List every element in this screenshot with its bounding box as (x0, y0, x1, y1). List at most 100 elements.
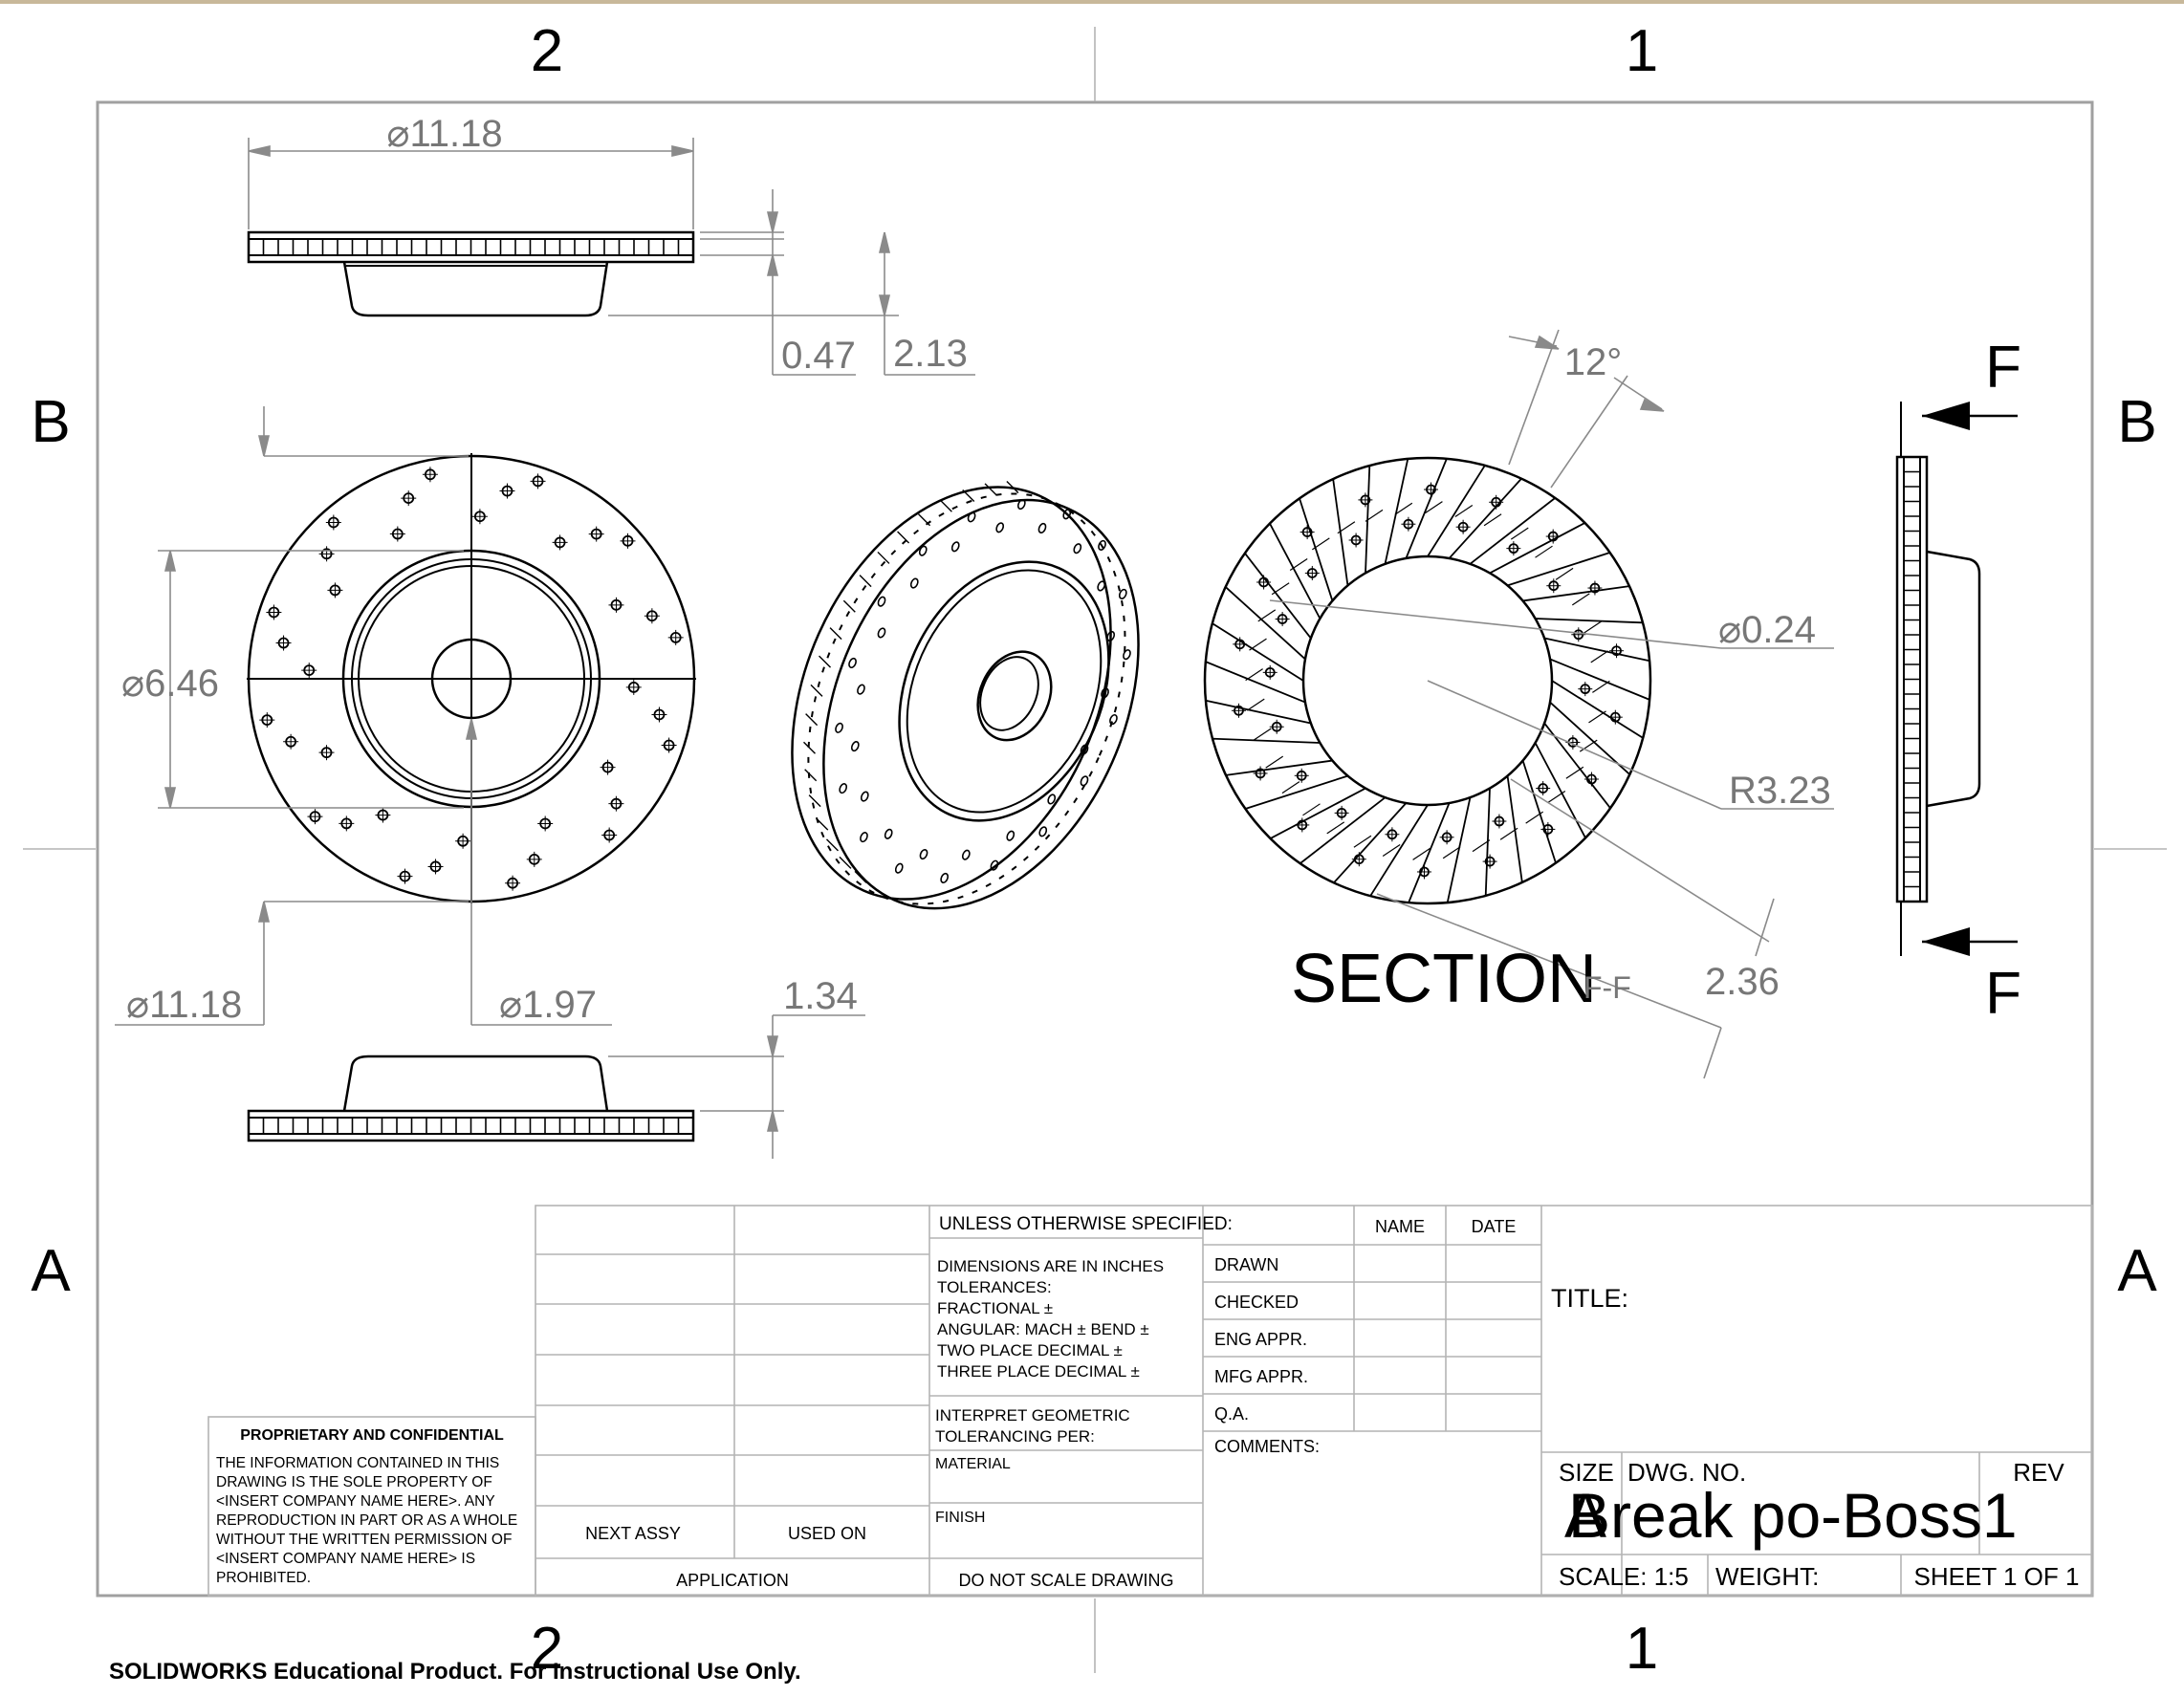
zone-label-bottom-2: 2 (531, 1616, 563, 1682)
drill-hole (1037, 522, 1047, 534)
proprietary-line: <INSERT COMPANY NAME HERE>. ANY (216, 1493, 495, 1510)
approval-row-label: DRAWN (1214, 1255, 1278, 1274)
vent-fin (839, 856, 852, 869)
tolerance-line: TOLERANCES: (937, 1278, 1052, 1296)
hatch-line (1583, 620, 1602, 634)
dim-thickness: 0.47 (781, 335, 856, 377)
vent-fin (1006, 480, 1019, 493)
drill-hole (835, 722, 843, 733)
drill-hole (1080, 744, 1089, 755)
vent-rib (1405, 458, 1448, 559)
drill-hole (1016, 498, 1026, 511)
drill-hole (884, 828, 893, 839)
vent-rib (1225, 759, 1333, 776)
zone-label-right-a: A (2117, 1238, 2157, 1304)
approval-row-label: Q.A. (1214, 1404, 1249, 1424)
dim-angle: 12° (1564, 341, 1623, 383)
vent-fin (808, 794, 821, 808)
hatch-line (1590, 650, 1609, 663)
hatch-line (1265, 755, 1284, 769)
size-value: A (1564, 1480, 1606, 1551)
drill-hole (1109, 713, 1118, 726)
vent-fin (877, 551, 890, 564)
vent-rib (1534, 742, 1586, 838)
approval-row-label: ENG APPR. (1214, 1330, 1307, 1349)
drill-hole (1101, 687, 1109, 699)
dim-height: 2.13 (893, 333, 968, 375)
section-title: SECTION (1291, 941, 1597, 1017)
proprietary-line: THE INFORMATION CONTAINED IN THIS (216, 1455, 499, 1471)
vent-fin (842, 599, 856, 613)
proprietary-header: PROPRIETARY AND CONFIDENTIAL (240, 1427, 504, 1444)
section-arrow-label-bottom: F (1985, 961, 2021, 1027)
hatch-line (1246, 698, 1265, 711)
vent-fin (804, 769, 818, 782)
tolerance-line: DIMENSIONS ARE IN INCHES (937, 1257, 1164, 1275)
hatch-line (1365, 509, 1384, 522)
right-side-view (1895, 402, 1981, 956)
vent-rib (1225, 586, 1306, 661)
vent-fin (829, 627, 842, 641)
col-date-header: DATE (1472, 1217, 1517, 1236)
bottom-profile-view (247, 1055, 695, 1142)
drill-hole (1062, 509, 1072, 520)
material-label: MATERIAL (935, 1456, 1011, 1472)
top-view-dimensions (248, 138, 975, 376)
drill-hole (857, 684, 865, 695)
drill-hole (919, 848, 928, 860)
comments-label: COMMENTS: (1214, 1437, 1320, 1456)
hatch-line (1472, 839, 1491, 853)
hatch-line (1425, 501, 1443, 514)
hatch-line (1592, 680, 1610, 693)
vent-rib (1535, 618, 1643, 624)
used-on-label: USED ON (788, 1524, 866, 1543)
dim-bottom-height: 1.34 (783, 975, 858, 1017)
vent-rib (1212, 622, 1304, 682)
hatch-line (1249, 638, 1267, 651)
vent-rib (1332, 478, 1349, 586)
interpret-line-2: TOLERANCING PER: (935, 1427, 1095, 1446)
vent-fin (802, 741, 816, 754)
vent-rib (1333, 802, 1408, 883)
drill-hole (1038, 826, 1048, 837)
vent-rib (1507, 552, 1610, 587)
hatch-line (1499, 827, 1518, 840)
vent-rib (1551, 680, 1644, 739)
zone-label-top-1: 1 (1626, 18, 1658, 84)
section-ff-view (1203, 456, 1652, 905)
vent-fin (810, 684, 823, 697)
hatch-line (1579, 739, 1598, 752)
hatch-line (1510, 527, 1529, 540)
vent-rib (1269, 523, 1321, 620)
drill-hole (950, 541, 960, 553)
vent-rib (1448, 478, 1522, 559)
hatch-line (1588, 710, 1606, 724)
dim-outer-dia: ⌀11.18 (126, 984, 242, 1026)
drill-hole (1080, 775, 1089, 787)
tolerance-line: FRACTIONAL ± (937, 1299, 1053, 1317)
drill-hole (839, 783, 848, 794)
vent-rib (1299, 796, 1387, 864)
vent-rib (1506, 775, 1523, 883)
drill-hole (1123, 649, 1131, 661)
col-name-header: NAME (1375, 1217, 1425, 1236)
proprietary-line: REPRODUCTION IN PART OR AS A WHOLE (216, 1512, 517, 1529)
hatch-line (1245, 668, 1263, 682)
vent-rib (1205, 699, 1312, 725)
dwg-no-value: Break po-Boss1 (1568, 1480, 2018, 1551)
section-cut-line (1922, 402, 2018, 956)
vent-rib (1543, 637, 1650, 663)
front-view-disc (247, 453, 696, 903)
drill-hole (877, 627, 886, 639)
hatch-line (1547, 791, 1566, 804)
section-arrow-label-top: F (1985, 335, 2021, 401)
hatch-line (1483, 513, 1502, 527)
vent-rib (1244, 553, 1312, 640)
hatch-line (1254, 728, 1272, 741)
vent-fin (854, 870, 867, 883)
hatch-line (1302, 803, 1321, 816)
drill-hole (848, 657, 857, 669)
drill-hole (1097, 580, 1106, 592)
hatch-line (1312, 537, 1330, 551)
hatch-line (1353, 835, 1372, 848)
